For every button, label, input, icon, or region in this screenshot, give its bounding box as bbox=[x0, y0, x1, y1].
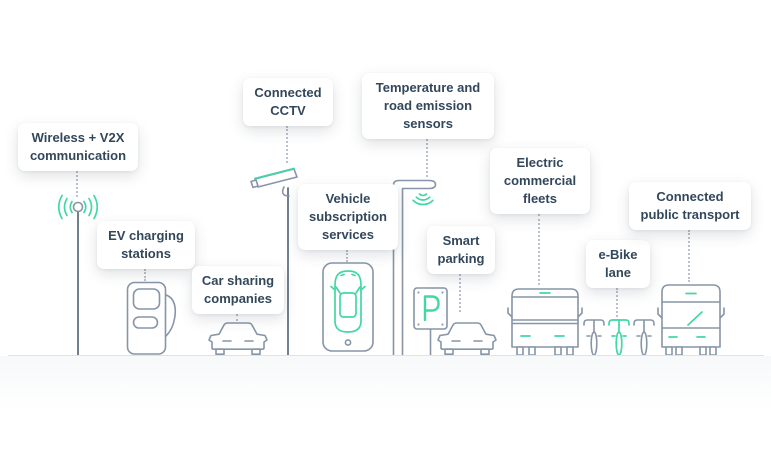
label-card-temperature-sensors: Temperature and road emission sensors bbox=[362, 73, 494, 139]
label-card-wireless-v2x: Wireless + V2X communication bbox=[18, 123, 138, 171]
connector-ebike-lane bbox=[616, 288, 618, 317]
connector-electric-fleets bbox=[538, 214, 540, 285]
label-card-connected-cctv: Connected CCTV bbox=[243, 78, 333, 126]
parking-sign-icon bbox=[413, 287, 448, 355]
connector-ev-charging bbox=[144, 269, 146, 281]
label-card-ev-charging: EV charging stations bbox=[97, 221, 195, 269]
e-bikes-icon bbox=[583, 319, 655, 355]
label-card-public-transport: Connected public transport bbox=[629, 182, 751, 230]
car-front-icon bbox=[208, 322, 268, 355]
connector-vehicle-subscription bbox=[346, 250, 348, 262]
ev-charger-icon bbox=[126, 281, 177, 355]
antenna-icon bbox=[57, 194, 99, 355]
label-card-smart-parking: Smart parking bbox=[427, 226, 495, 274]
connector-temperature-sensors bbox=[426, 139, 428, 177]
ground-line bbox=[8, 355, 764, 356]
connector-connected-cctv bbox=[286, 126, 288, 163]
connector-car-sharing bbox=[236, 314, 238, 321]
label-card-vehicle-subscription: Vehicle subscription services bbox=[298, 184, 398, 250]
car-front-icon bbox=[437, 322, 497, 355]
connector-wireless-v2x bbox=[76, 171, 78, 197]
ground-area bbox=[0, 356, 771, 451]
smartphone-car-icon bbox=[322, 262, 374, 352]
label-card-car-sharing: Car sharing companies bbox=[192, 266, 284, 314]
connector-smart-parking bbox=[459, 274, 461, 312]
electric-van-icon bbox=[507, 288, 583, 355]
bus-icon bbox=[657, 284, 725, 355]
label-card-ebike-lane: e-Bike lane bbox=[586, 240, 650, 288]
connector-public-transport bbox=[688, 230, 690, 282]
label-card-electric-fleets: Electric commercial fleets bbox=[490, 148, 590, 214]
cctv-camera-icon bbox=[250, 167, 298, 355]
